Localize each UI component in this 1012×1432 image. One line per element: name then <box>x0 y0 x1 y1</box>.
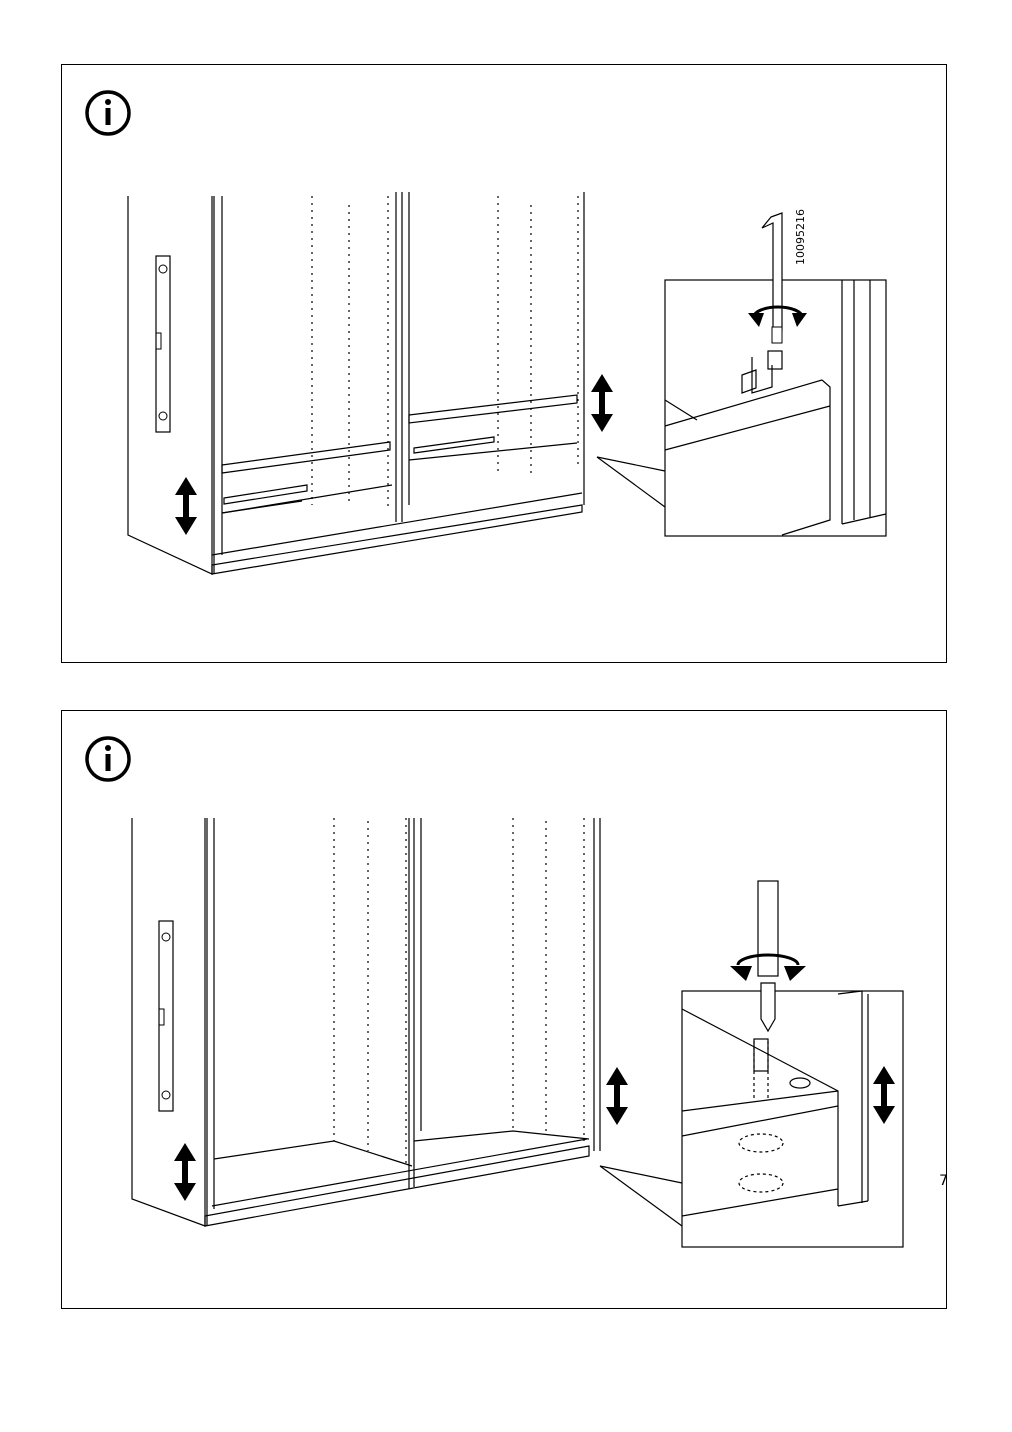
screwdriver-icon <box>757 880 779 1033</box>
rotate-arrow-icon <box>752 305 804 318</box>
wardrobe-plinth <box>211 504 583 575</box>
up-down-arrow-icon <box>174 1143 196 1201</box>
detail-inset-screwdriver <box>681 880 904 1248</box>
up-down-arrow-icon <box>591 374 613 432</box>
wardrobe-side-panel <box>131 818 206 1227</box>
spirit-level-icon <box>155 255 171 433</box>
wardrobe-side-panel <box>127 196 213 575</box>
shelf-left <box>221 441 391 474</box>
wardrobe-plinth <box>204 1145 590 1227</box>
allen-key-icon <box>761 212 783 344</box>
rotate-arrow-icon <box>736 953 800 966</box>
info-icon <box>85 90 131 136</box>
up-down-arrow-icon <box>873 1066 895 1124</box>
detail-inset-allen-key: 10095216 <box>664 209 887 537</box>
instruction-panel-1: 10095216 <box>61 64 947 663</box>
info-icon <box>85 736 131 782</box>
wardrobe-frame-illustration <box>131 818 904 1248</box>
spirit-level-icon <box>158 920 174 1112</box>
up-down-arrow-icon <box>175 477 197 535</box>
tool-part-number: 10095216 <box>794 209 807 265</box>
shelf-right <box>408 394 578 424</box>
up-down-arrow-icon <box>606 1067 628 1125</box>
wardrobe-levelling-illustration: 10095216 <box>127 192 887 575</box>
page-number: 7 <box>939 1173 948 1189</box>
instruction-panel-2 <box>61 710 947 1309</box>
